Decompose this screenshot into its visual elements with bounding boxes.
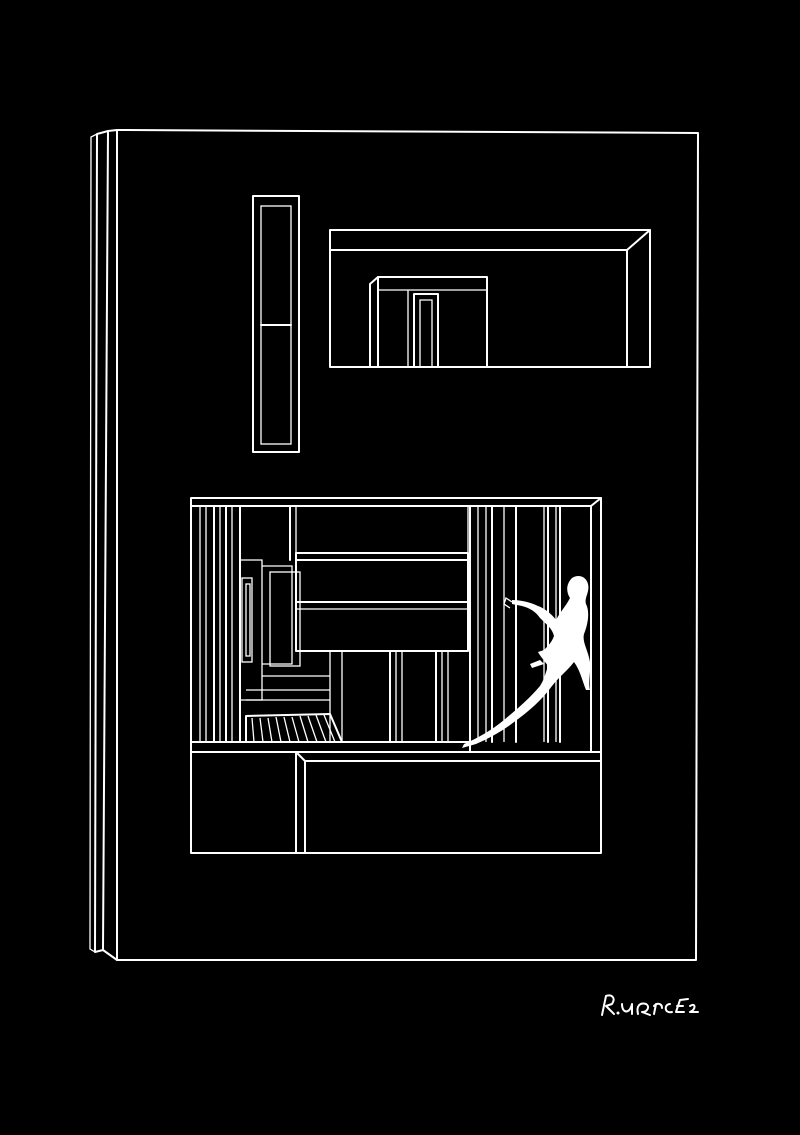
artist-signature (601, 994, 699, 1016)
figure-silhouette (462, 576, 591, 748)
tall-window (252, 195, 300, 453)
book-cover (89, 129, 699, 961)
lower-room-window (190, 497, 602, 854)
floor-hatching (245, 713, 343, 743)
upper-room-window (329, 229, 651, 368)
